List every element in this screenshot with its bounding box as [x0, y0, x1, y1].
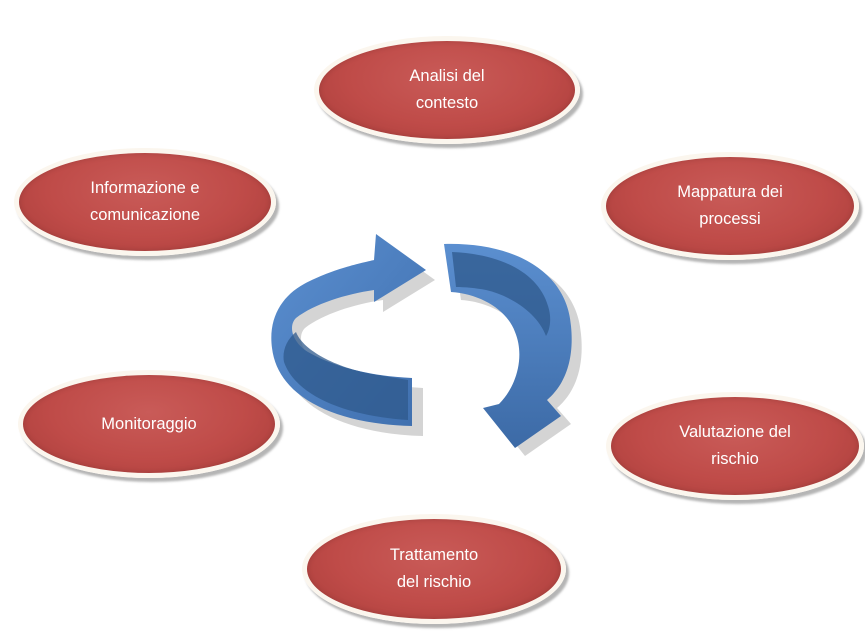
node-label: Monitoraggio — [101, 414, 197, 433]
node-analisi-del-contesto: Analisi del contesto — [314, 36, 580, 144]
node-valutazione-del-rischio: Valutazione del rischio — [606, 392, 864, 500]
node-monitoraggio: Monitoraggio — [18, 370, 280, 478]
node-trattamento-del-rischio: Trattamento del rischio — [302, 514, 566, 624]
node-label: Trattamento del rischio — [389, 546, 479, 591]
node-informazione-e-comunicazione: Informazione e comunicazione — [14, 148, 276, 256]
node-mappatura-dei-processi: Mappatura dei processi — [601, 152, 859, 260]
left-cycle-arrow — [271, 234, 435, 436]
node-label: Mappatura dei processi — [677, 183, 783, 228]
node-label: Analisi del contesto — [409, 67, 485, 112]
node-label: Informazione e comunicazione — [89, 179, 201, 224]
right-cycle-arrow — [444, 243, 582, 456]
node-label: Valutazione del rischio — [679, 423, 791, 468]
